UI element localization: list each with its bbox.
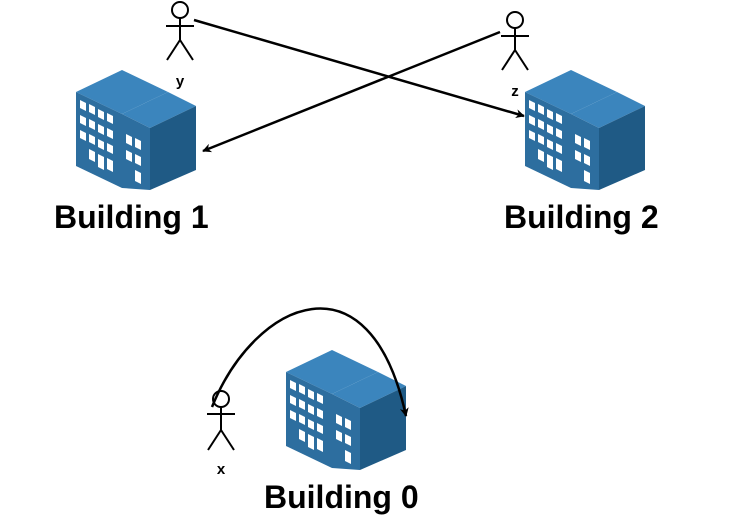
building-2-label: Building 2 xyxy=(504,199,659,235)
building-0-label: Building 0 xyxy=(264,479,419,515)
actor-y-stick-figure-icon xyxy=(166,1,194,61)
actor-z-stick-figure-icon xyxy=(501,11,529,71)
building-1-label: Building 1 xyxy=(54,199,209,235)
connector-z-to-building-1 xyxy=(202,30,501,153)
connector-x-to-building-0 xyxy=(210,307,409,417)
actor-z-label: z xyxy=(511,83,519,100)
actor-y-label: y xyxy=(175,73,185,90)
building-0-icon xyxy=(286,350,406,470)
building-2-icon xyxy=(525,70,645,190)
actor-x-stick-figure-icon xyxy=(207,390,235,451)
actor-x-label: x xyxy=(216,461,226,478)
connector-y-to-building-2 xyxy=(193,18,525,119)
